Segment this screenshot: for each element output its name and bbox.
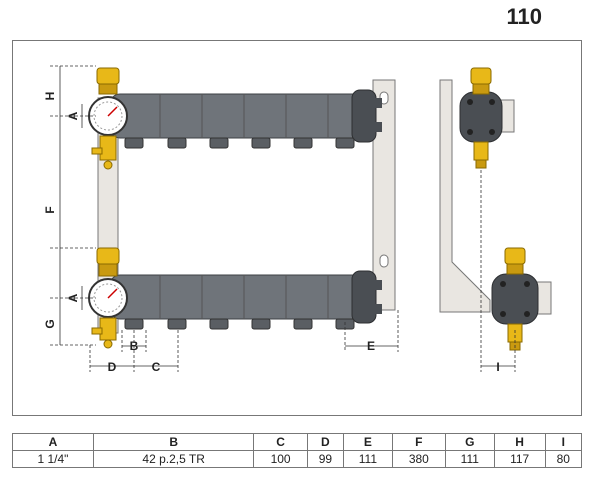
table-header-cell: A	[12, 433, 94, 451]
dim-label-E: E	[367, 339, 375, 353]
dimension-lines-left	[50, 65, 96, 346]
dim-label-H: H	[43, 92, 57, 101]
air-vent-icon	[96, 67, 120, 95]
drain-valve-icon	[91, 135, 117, 170]
air-vent-icon	[96, 247, 120, 277]
table-cell: 99	[306, 450, 345, 468]
pressure-gauge-icon	[88, 96, 128, 136]
table-header-row: A B C D E F G H I	[12, 433, 583, 451]
drawing-frame	[12, 40, 582, 416]
dimension-line-E	[344, 310, 399, 352]
table-header-cell: B	[92, 433, 255, 451]
technical-drawing: H F G A A D C B E	[43, 65, 552, 374]
dim-label-C: C	[152, 360, 161, 374]
table-header-cell: C	[253, 433, 308, 451]
table-header-cell: E	[343, 433, 393, 451]
table-row: 1 1/4" 42 p.2,5 TR 100 99 111 380 111 11…	[12, 450, 583, 468]
dim-label-A-bottom: A	[66, 293, 80, 302]
dim-label-I: I	[496, 360, 499, 374]
dim-label-A-top: A	[66, 111, 80, 120]
table-header-cell: G	[444, 433, 495, 451]
drain-valve-icon	[91, 317, 117, 349]
dimension-lines-bottom	[89, 330, 179, 372]
side-supply-manifold	[459, 67, 515, 169]
return-manifold	[109, 270, 382, 324]
table-header-cell: H	[493, 433, 546, 451]
table-cell: 111	[343, 450, 393, 468]
table-cell: 1 1/4"	[12, 450, 94, 468]
side-bracket	[439, 79, 491, 313]
dim-label-F: F	[43, 206, 57, 213]
supply-manifold	[109, 89, 382, 143]
pressure-gauge-icon	[88, 278, 128, 318]
table-cell: 117	[493, 450, 546, 468]
supply-outlets	[124, 137, 355, 149]
dim-label-G: G	[43, 319, 57, 328]
table-cell: 80	[544, 450, 583, 468]
return-outlets	[124, 318, 355, 330]
dimension-table: A B C D E F G H I 1 1/4" 42 p.2,5 TR 100…	[12, 433, 583, 468]
side-return-manifold	[491, 247, 552, 351]
table-header-cell: D	[306, 433, 345, 451]
table-cell: 100	[253, 450, 308, 468]
table-header-cell: I	[544, 433, 583, 451]
dimension-line-I	[480, 170, 516, 372]
dim-label-D: D	[108, 360, 117, 374]
model-number: 110	[506, 4, 543, 29]
table-header-cell: F	[391, 433, 446, 451]
dim-label-B: B	[130, 339, 139, 353]
table-cell: 111	[444, 450, 495, 468]
table-cell: 380	[391, 450, 446, 468]
wall-bracket	[372, 79, 396, 311]
table-cell: 42 p.2,5 TR	[92, 450, 255, 468]
